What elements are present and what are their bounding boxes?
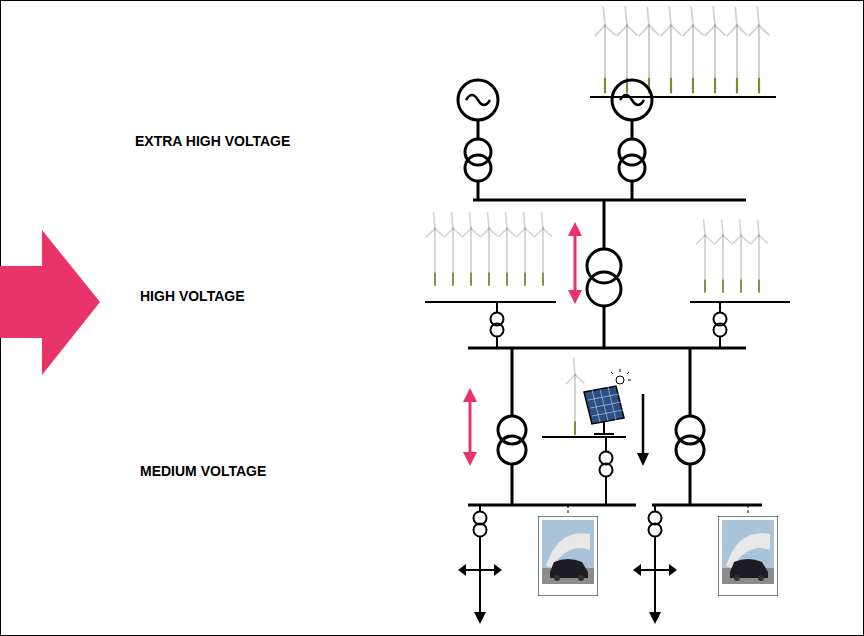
ev-charging-picture [538,505,778,596]
solar-panel [584,369,631,434]
wind-farm [696,219,768,292]
transformer-symbol-small [474,313,727,537]
unidirectional-flow-arrow [637,394,649,466]
voltage-level-label: EXTRA HIGH VOLTAGE [133,133,292,149]
transformer-symbol [465,139,704,464]
bidirectional-flow-arrow [463,222,582,466]
wind-farm [590,7,776,97]
voltage-level-label: MEDIUM VOLTAGE [138,463,268,479]
wind-farm [426,212,552,285]
voltage-level-label: HIGH VOLTAGE [138,288,246,304]
generator-symbol [458,80,652,120]
grid-lines [425,120,790,614]
wind-turbine [566,358,584,435]
pointer-arrow [0,230,100,375]
